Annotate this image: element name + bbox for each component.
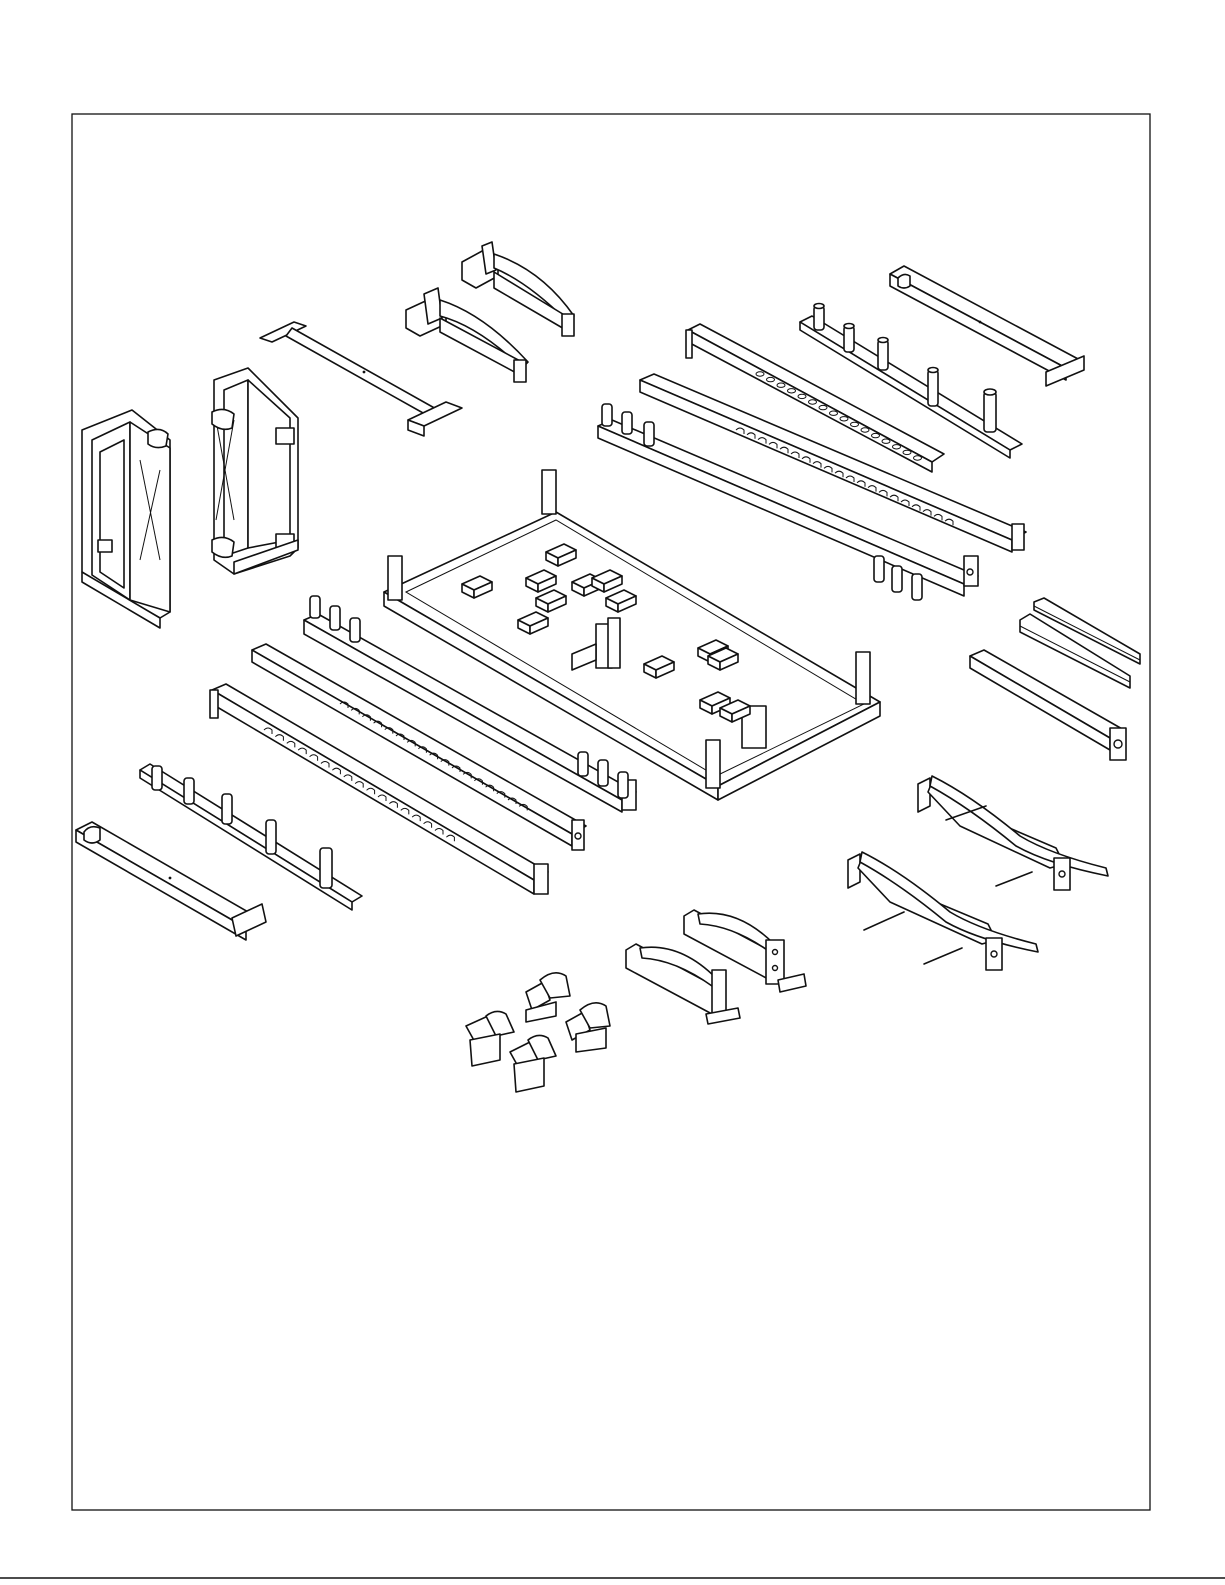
spotter-arm-a xyxy=(626,944,740,1024)
side-channels xyxy=(1020,598,1140,688)
jammer-arm-a xyxy=(406,288,528,382)
front-base-crossbar xyxy=(76,822,266,940)
dip-bar-b xyxy=(848,852,1038,970)
dip-bar-a xyxy=(918,776,1108,890)
j-cup-set xyxy=(466,973,610,1092)
end-frame-left xyxy=(82,410,170,628)
end-frame-right xyxy=(212,368,298,574)
rear-top-beam xyxy=(890,266,1084,386)
